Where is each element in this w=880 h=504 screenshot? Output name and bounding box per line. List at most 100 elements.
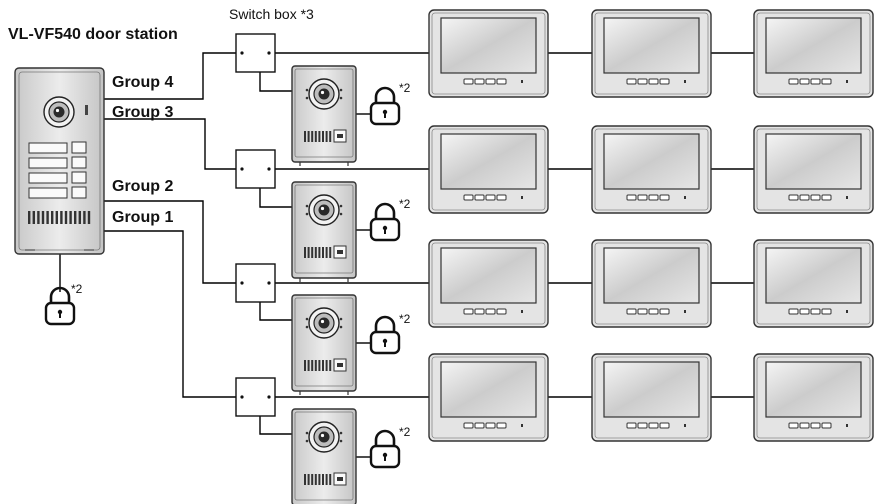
monitor-button [821, 78, 832, 85]
group-3-label: Group 3 [112, 104, 174, 121]
lock-note-2: *2 [399, 197, 411, 211]
monitor-button [659, 308, 670, 315]
speaker-slot [307, 247, 310, 258]
speaker-slot [74, 211, 77, 224]
monitor-button [474, 308, 485, 315]
speaker-slot [304, 247, 306, 258]
call-button-icon [71, 156, 87, 169]
speaker-slot [314, 247, 317, 258]
monitor-screen [440, 133, 537, 190]
door-station-3 [291, 294, 357, 395]
speaker-slot [304, 360, 306, 371]
switch-box-label: Switch box *3 [229, 6, 314, 22]
monitor-button [788, 78, 799, 85]
speaker-slot [307, 360, 310, 371]
indicator-icon [846, 424, 848, 427]
name-plate [28, 157, 68, 169]
speaker-slot [304, 474, 306, 485]
lock-note-1: *2 [399, 81, 411, 95]
monitor-button [637, 78, 648, 85]
speaker-slot [307, 131, 310, 142]
switch-to-door-station-wire [259, 72, 292, 92]
monitor-button [799, 422, 810, 429]
speaker-slot [311, 131, 314, 142]
switch-to-door-station-wire [259, 302, 292, 321]
speaker-slot [87, 211, 91, 224]
monitor-button [648, 194, 659, 201]
switch-to-door-station-wire [259, 188, 292, 208]
speaker-slot [329, 247, 332, 258]
monitor-button [799, 308, 810, 315]
monitor-screen [440, 247, 537, 304]
monitor-button [659, 78, 670, 85]
name-plate [28, 142, 68, 154]
speaker-slot [318, 360, 321, 371]
door-station-1 [291, 65, 357, 166]
group-3-wire [104, 118, 236, 170]
lock-note-main: *2 [71, 282, 83, 296]
monitor-button [648, 78, 659, 85]
monitor-4-2 [591, 353, 712, 442]
speaker-slot [318, 474, 321, 485]
door-station-4 [291, 408, 357, 504]
monitor-button [637, 308, 648, 315]
speaker-slot [51, 211, 54, 224]
monitor-button [626, 194, 637, 201]
monitor-button [637, 422, 648, 429]
indicator-icon [846, 310, 848, 313]
switch-box-2 [235, 149, 276, 189]
group-2-label: Group 2 [112, 178, 174, 195]
switch-box-4 [235, 377, 276, 417]
speaker-slot [314, 131, 317, 142]
lock-note-4: *2 [399, 425, 411, 439]
devices [14, 9, 874, 504]
speaker-slot [318, 247, 321, 258]
monitor-4-3 [753, 353, 874, 442]
monitor-3-3 [753, 239, 874, 328]
monitor-screen [603, 247, 700, 304]
monitor-button [788, 422, 799, 429]
lock-note-3: *2 [399, 312, 411, 326]
speaker-slot [329, 474, 332, 485]
name-plate [28, 187, 68, 199]
switch-box-3 [235, 263, 276, 303]
speaker-slot [60, 211, 63, 224]
indicator-icon [684, 80, 686, 83]
monitor-screen [765, 361, 862, 418]
monitor-screen [440, 361, 537, 418]
speaker-slot [304, 131, 306, 142]
indicator-icon [521, 424, 523, 427]
monitor-1-2 [591, 9, 712, 98]
monitor-button [496, 78, 507, 85]
monitor-button [648, 422, 659, 429]
monitor-screen [765, 133, 862, 190]
padlock-icon [44, 286, 76, 326]
call-button-icon [71, 141, 87, 154]
monitor-button [626, 308, 637, 315]
monitor-button [474, 78, 485, 85]
monitor-1-1 [428, 9, 549, 98]
monitor-button [463, 194, 474, 201]
monitor-button [821, 308, 832, 315]
speaker-slot [46, 211, 49, 224]
call-button-icon [71, 186, 87, 199]
monitor-button [485, 78, 496, 85]
monitor-2-1 [428, 125, 549, 214]
group-1-label: Group 1 [112, 209, 174, 226]
monitor-button [485, 308, 496, 315]
speaker-slot [311, 474, 314, 485]
speaker-slot [37, 211, 40, 224]
indicator-icon [521, 80, 523, 83]
monitor-button [637, 194, 648, 201]
speaker-slot [325, 131, 328, 142]
indicator-icon [521, 310, 523, 313]
speaker-slot [322, 474, 324, 485]
indicator-icon [684, 310, 686, 313]
monitor-button [799, 194, 810, 201]
speaker-slot [329, 360, 332, 371]
monitor-screen [603, 17, 700, 74]
monitor-button [496, 422, 507, 429]
padlock-icon [369, 429, 401, 469]
monitor-screen [765, 247, 862, 304]
